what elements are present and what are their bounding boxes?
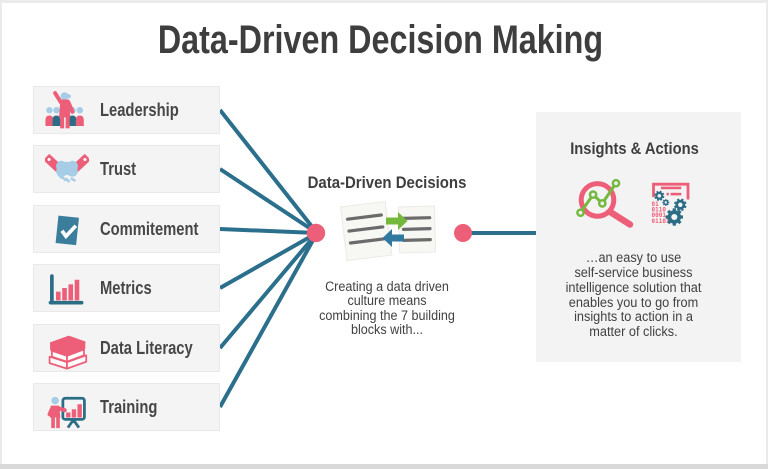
connector-line-leadership — [218, 108, 319, 235]
green-arrow-right — [386, 212, 408, 230]
leadership-icon — [45, 91, 84, 129]
center-description: Creating a data driven culture means com… — [319, 279, 455, 338]
connector-line-data-literacy — [218, 231, 319, 350]
checkmark-icon — [55, 215, 79, 246]
block-label: Training — [100, 396, 158, 417]
block-label: Commitement — [100, 218, 199, 239]
insights-actions-panel: Insights & Actions — [536, 112, 741, 362]
magnifier-chart-icon — [576, 178, 634, 228]
bar-chart-icon — [48, 274, 84, 305]
block-label: Trust — [100, 158, 137, 179]
block-leadership: Leadership — [33, 86, 220, 134]
binary-text-3: 0001 — [652, 212, 667, 219]
hub-node-dot — [306, 223, 326, 243]
block-label: Data Literacy — [100, 337, 193, 358]
binary-text-4: 01101 — [652, 217, 670, 224]
data-exchange-icon — [340, 200, 436, 262]
block-label: Metrics — [100, 277, 152, 298]
block-metrics: Metrics — [33, 264, 220, 312]
frame-border-right — [766, 0, 768, 469]
center-heading: Data-Driven Decisions — [307, 173, 467, 192]
panel-heading: Insights & Actions — [570, 139, 699, 158]
block-commitement: Commitement — [33, 205, 220, 253]
handshake-icon — [45, 154, 89, 183]
panel-description: …an easy to use self-service business in… — [565, 250, 702, 340]
panel-icons-row: 01 0110 0001 01101 — [536, 178, 741, 230]
books-icon — [48, 335, 88, 370]
block-data-literacy: Data Literacy — [33, 324, 220, 372]
block-label: Leadership — [100, 99, 179, 120]
connector-lines — [218, 108, 537, 408]
binary-text-2: 0110 — [652, 206, 667, 213]
frame-border-bottom — [0, 464, 768, 469]
block-trust: Trust — [33, 145, 220, 193]
page-title: Data-Driven Decision Making — [157, 18, 604, 62]
link-node-dot — [454, 224, 472, 242]
connector-line-commitement — [219, 227, 318, 235]
binary-text-1: 01 — [652, 200, 660, 207]
connector-line-training — [218, 232, 319, 408]
presentation-icon — [47, 396, 86, 429]
binary-gears-icon: 01 0110 0001 01101 — [652, 182, 690, 226]
frame-border-top — [0, 0, 768, 3]
connector-line-trust — [218, 167, 319, 235]
frame-border-left — [0, 0, 2, 469]
blue-arrow-left — [382, 229, 404, 247]
connector-line-metrics — [219, 231, 318, 290]
block-training: Training — [33, 383, 220, 431]
